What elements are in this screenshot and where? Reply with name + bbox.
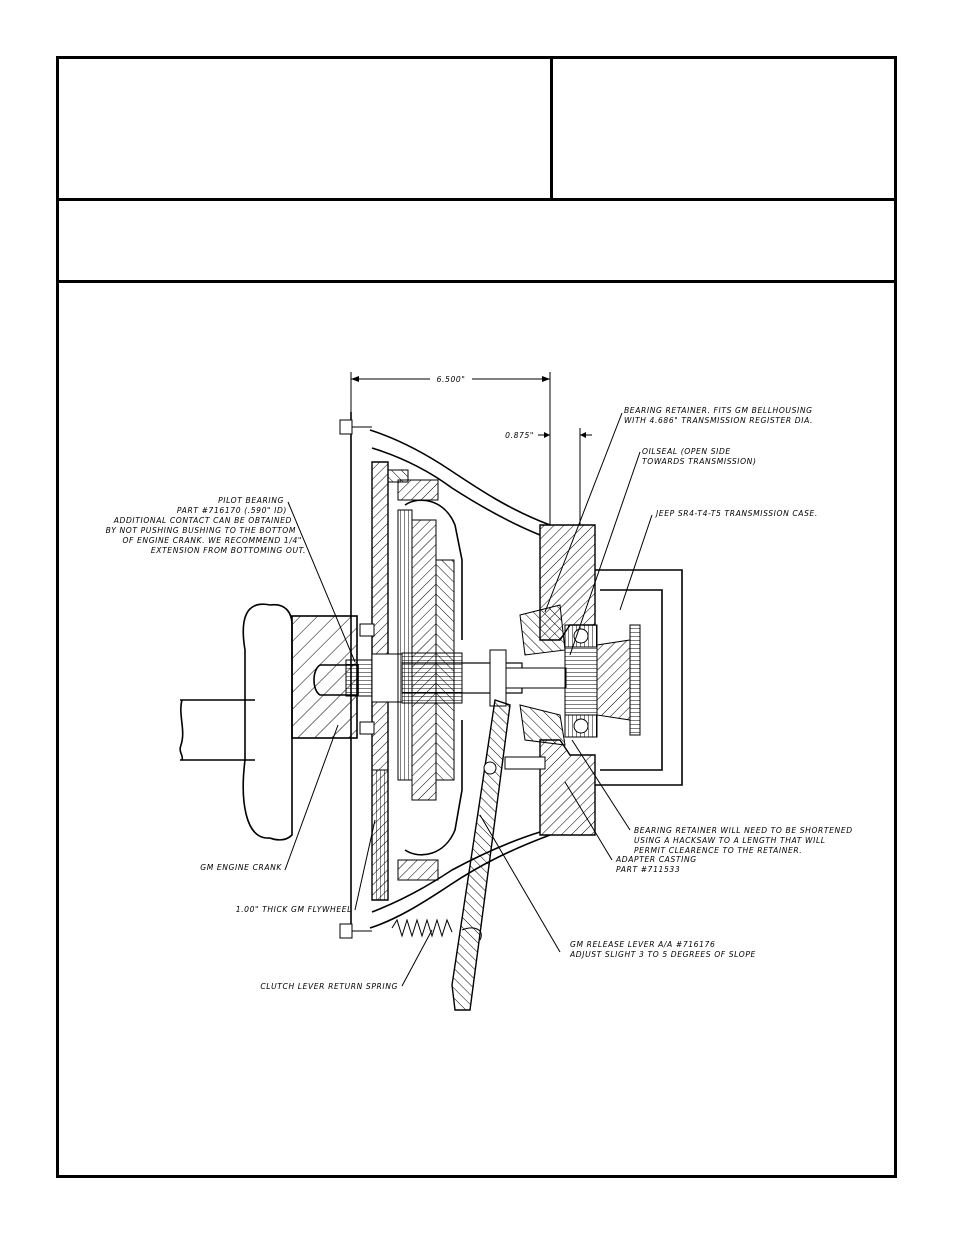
callout-return-spring: CLUTCH LEVER RETURN SPRING (260, 982, 398, 991)
callout-retainer-shorten-line2: USING A HACKSAW TO A LENGTH THAT WILL (634, 836, 826, 845)
dimension-offset: 0.875" (505, 428, 592, 525)
dimension-offset-label: 0.875" (505, 431, 534, 440)
callout-flywheel: 1.00" THICK GM FLYWHEEL (236, 905, 352, 914)
drawing-area (56, 280, 897, 1178)
engine-crank (179, 603, 359, 841)
callout-return-spring-line1: CLUTCH LEVER RETURN SPRING (260, 982, 398, 991)
callout-bearing-retainer: BEARING RETAINER. FITS GM BELLHOUSING WI… (624, 406, 813, 425)
callout-retainer-shorten: BEARING RETAINER WILL NEED TO BE SHORTEN… (634, 826, 853, 855)
callout-adapter-casting-line2: PART #711533 (616, 865, 680, 874)
dimension-overall: 6.500" (350, 372, 551, 525)
callout-adapter-casting-line1: ADAPTER CASTING (615, 855, 697, 864)
callout-pilot-bearing-line2: PART #716170 (.590" ID) (177, 506, 287, 515)
pilot-bearing (345, 653, 403, 703)
callout-transmission-case: JEEP SR4-T4-T5 TRANSMISSION CASE. (654, 509, 818, 518)
clutch-assembly (397, 479, 463, 881)
callout-adapter-casting: ADAPTER CASTING PART #711533 (615, 855, 697, 874)
callout-release-lever: GM RELEASE LEVER A/A #716176 ADJUST SLIG… (569, 940, 756, 959)
callout-release-lever-line2: ADJUST SLIGHT 3 TO 5 DEGREES OF SLOPE (569, 950, 756, 959)
callout-flywheel-line1: 1.00" THICK GM FLYWHEEL (236, 905, 352, 914)
transmission-gear (596, 624, 641, 736)
return-spring (391, 918, 482, 941)
bearing-retainer (519, 604, 566, 746)
callout-oilseal: OILSEAL (OPEN SIDE TOWARDS TRANSMISSION) (642, 447, 757, 466)
release-lever (451, 699, 546, 1011)
transmission-case (594, 525, 683, 835)
transmission-bearing (564, 624, 598, 738)
callout-pilot-bearing: PILOT BEARING PART #716170 (.590" ID) AD… (106, 496, 306, 555)
bellhousing (369, 429, 551, 929)
callout-retainer-shorten-line3: PERMIT CLEARENCE TO THE RETAINER. (634, 846, 802, 855)
callout-engine-crank: GM ENGINE CRANK (200, 863, 282, 872)
callout-bearing-retainer-line1: BEARING RETAINER. FITS GM BELLHOUSING (624, 406, 813, 415)
dimension-overall-label: 6.500" (437, 375, 466, 384)
callout-pilot-bearing-line1: PILOT BEARING (218, 496, 284, 505)
flywheel-bolts (339, 419, 375, 939)
callout-oilseal-line2: TOWARDS TRANSMISSION) (642, 457, 757, 466)
callout-bearing-retainer-line2: WITH 4.686" TRANSMISSION REGISTER DIA. (624, 416, 813, 425)
callout-pilot-bearing-line4: BY NOT PUSHING BUSHING TO THE BOTTOM (106, 526, 296, 535)
callout-retainer-shorten-line1: BEARING RETAINER WILL NEED TO BE SHORTEN… (634, 826, 853, 835)
callout-oilseal-line1: OILSEAL (OPEN SIDE (642, 447, 731, 456)
callout-engine-crank-line1: GM ENGINE CRANK (200, 863, 282, 872)
callout-pilot-bearing-line6: EXTENSION FROM BOTTOMING OUT. (151, 546, 306, 555)
callout-transmission-case-line1: JEEP SR4-T4-T5 TRANSMISSION CASE. (654, 509, 818, 518)
callout-release-lever-line1: GM RELEASE LEVER A/A #716176 (570, 940, 715, 949)
leader-lines (284, 412, 653, 987)
callout-pilot-bearing-line5: OF ENGINE CRANK. WE RECOMMEND 1/4" (122, 536, 302, 545)
callout-pilot-bearing-line3: ADDITIONAL CONTACT CAN BE OBTAINED (113, 516, 292, 525)
